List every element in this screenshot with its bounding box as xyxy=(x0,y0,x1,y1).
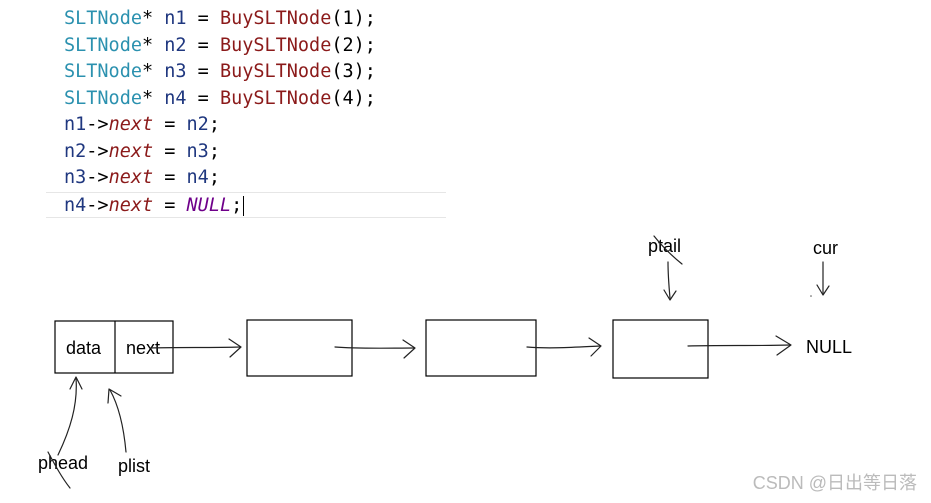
node-next-label: next xyxy=(126,338,160,358)
func-token: BuySLTNode xyxy=(219,61,332,82)
assign-token: = xyxy=(186,61,220,82)
text-caret xyxy=(243,195,245,216)
arrow-token: -> xyxy=(86,114,109,135)
type-token: SLTNode xyxy=(64,34,142,56)
field-token: next xyxy=(108,140,154,162)
semicolon-token: ; xyxy=(208,167,220,188)
next-arrow-3 xyxy=(526,337,602,357)
code-line-7: n3->next = n4; xyxy=(64,165,220,191)
list-node-1: data next xyxy=(54,320,174,374)
arrow-token: -> xyxy=(86,194,109,216)
cur-label: cur xyxy=(813,238,838,258)
type-token: SLTNode xyxy=(64,87,142,109)
plist-pointer: plist xyxy=(107,388,150,476)
var-token: n4 xyxy=(164,87,187,109)
assign-token: = xyxy=(153,140,187,162)
code-editor[interactable]: SLTNode* n1 = BuySLTNode(1); SLTNode* n2… xyxy=(46,6,446,218)
node-data-label: data xyxy=(66,338,102,358)
code-line-6: n2->next = n3; xyxy=(64,139,220,165)
pointer-token: * xyxy=(141,87,165,109)
phead-pointer: phead xyxy=(38,376,88,489)
func-token: BuySLTNode xyxy=(219,87,332,109)
watermark: CSDN @日出等日落 xyxy=(752,473,917,493)
assign-token: = xyxy=(186,34,220,56)
var-token: n1 xyxy=(164,8,187,29)
ptail-pointer: ptail xyxy=(648,235,683,301)
pointer-token: * xyxy=(141,34,165,56)
arrow-token: -> xyxy=(86,167,109,188)
args-token: (1); xyxy=(331,8,376,29)
func-token: BuySLTNode xyxy=(219,8,332,29)
ptail-label: ptail xyxy=(648,236,681,256)
strike-mark xyxy=(47,451,71,489)
null-label: NULL xyxy=(806,337,852,357)
pointer-token: * xyxy=(141,8,165,29)
code-line-4: SLTNode* n4 = BuySLTNode(4); xyxy=(64,86,376,112)
assign-token: = xyxy=(186,87,220,109)
semicolon-token: ; xyxy=(208,114,220,135)
semicolon-token: ; xyxy=(208,140,220,162)
code-line-2: SLTNode* n2 = BuySLTNode(2); xyxy=(64,33,376,59)
pointer-token: * xyxy=(141,61,165,82)
var-token: n3 xyxy=(164,61,187,82)
var-token: n1 xyxy=(64,114,87,135)
var-token: n2 xyxy=(64,140,87,162)
func-token: BuySLTNode xyxy=(219,34,332,56)
next-arrow-null xyxy=(687,335,792,356)
args-token: (2); xyxy=(331,34,376,56)
var-token: n4 xyxy=(64,194,87,216)
var-token: n3 xyxy=(186,140,209,162)
var-token: n2 xyxy=(186,114,209,135)
cur-pointer: cur xyxy=(810,238,838,297)
code-line-3: SLTNode* n3 = BuySLTNode(3); xyxy=(64,59,376,85)
next-arrow-2 xyxy=(334,339,416,359)
field-token: next xyxy=(108,167,154,188)
var-token: n3 xyxy=(64,167,87,188)
var-token: n4 xyxy=(186,167,209,188)
assign-token: = xyxy=(186,8,220,29)
code-line-5: n1->next = n2; xyxy=(64,112,220,138)
field-token: next xyxy=(108,194,154,216)
macro-token: NULL xyxy=(186,194,232,216)
type-token: SLTNode xyxy=(64,8,142,29)
semicolon-token: ; xyxy=(231,194,243,216)
list-node-4 xyxy=(612,319,709,379)
field-token: next xyxy=(108,114,154,135)
type-token: SLTNode xyxy=(64,61,142,82)
next-arrow-1 xyxy=(149,338,242,358)
arrow-token: -> xyxy=(86,140,109,162)
assign-token: = xyxy=(153,194,187,216)
args-token: (3); xyxy=(331,61,376,82)
plist-label: plist xyxy=(118,456,150,476)
code-line-1: SLTNode* n1 = BuySLTNode(1); xyxy=(64,6,376,32)
list-node-3 xyxy=(425,319,537,377)
strike-mark xyxy=(653,235,683,265)
var-token: n2 xyxy=(164,34,187,56)
phead-label: phead xyxy=(38,453,88,473)
code-line-8-current[interactable]: n4->next = NULL; xyxy=(46,191,446,218)
args-token: (4); xyxy=(331,87,376,109)
assign-token: = xyxy=(153,114,187,135)
list-node-2 xyxy=(246,319,353,377)
assign-token: = xyxy=(153,167,187,188)
